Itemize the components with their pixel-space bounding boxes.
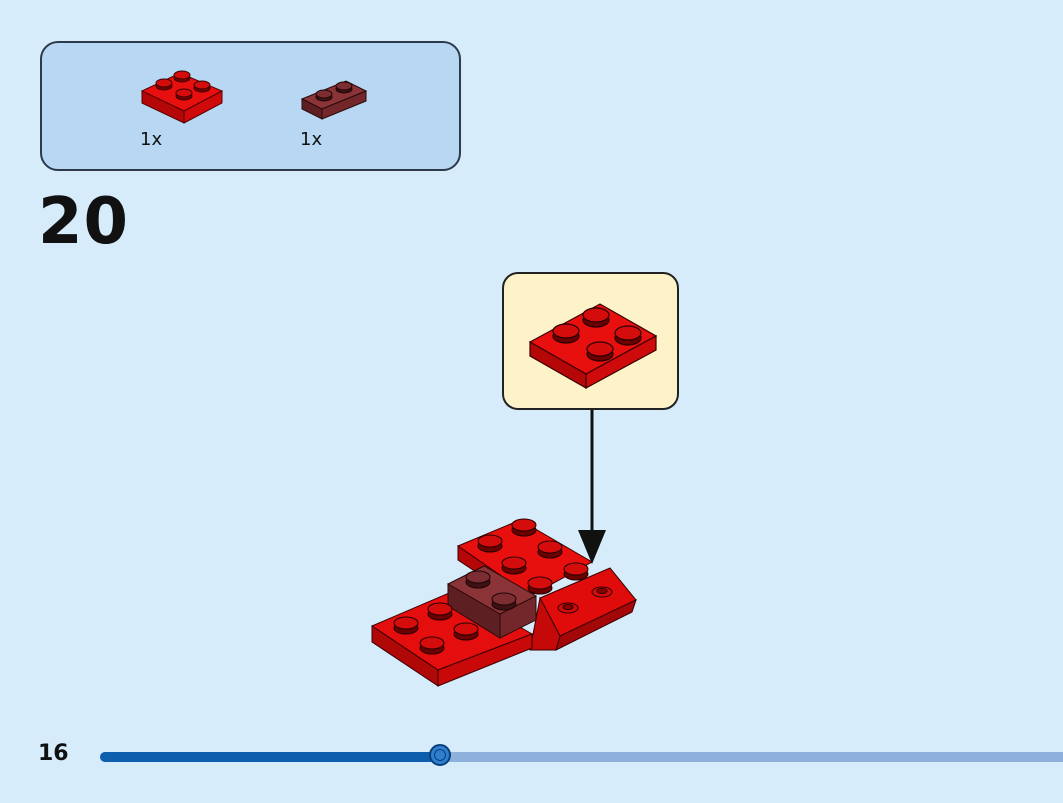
progress-fill <box>100 752 440 762</box>
red-plate-2x2-icon <box>528 303 658 390</box>
part-quantity: 1x <box>140 129 163 150</box>
red-plate-2x2-icon <box>140 70 224 124</box>
down-arrow-icon <box>578 410 606 564</box>
progress-bar <box>100 744 1063 766</box>
part-quantity: 1x <box>300 129 323 150</box>
model-assembly <box>370 518 637 687</box>
page-number: 16 <box>38 741 69 766</box>
callout-box <box>502 272 679 410</box>
parts-list-box: 1x 1x <box>40 41 461 171</box>
part-dark-red-plate-1x2 <box>298 77 370 123</box>
progress-knob <box>428 744 451 766</box>
step-number: 20 <box>38 185 130 259</box>
dark-red-plate-1x2-icon <box>300 80 368 120</box>
part-red-plate-2x2 <box>138 67 226 129</box>
